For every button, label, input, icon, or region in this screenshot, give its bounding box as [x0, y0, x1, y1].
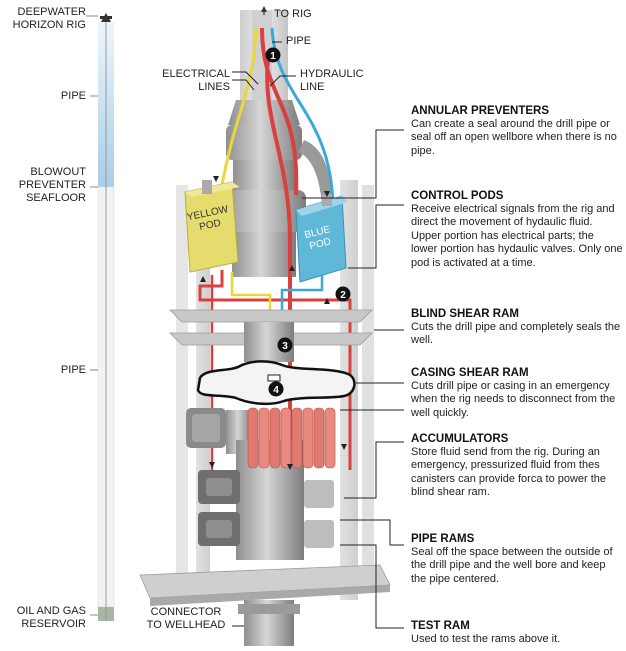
blind-shear-ram-text: Cuts the drill pipe and completely seals…	[411, 321, 621, 347]
control-pods-title: CONTROL PODS	[411, 190, 504, 202]
annular-preventers-text: Can create a seal around the drill pipe …	[411, 118, 617, 157]
hydraulic-text: HYDRAULIC LINE	[300, 68, 364, 93]
casing-shear-ram-title: CASING SHEAR RAM	[411, 367, 529, 379]
annular-preventers	[222, 100, 332, 277]
test-ram-text: Used to test the rams above it.	[411, 633, 561, 645]
label-connector-to-wellhead: CONNECTOR TO WELLHEAD	[140, 606, 232, 632]
markers: 1 2 3 4	[265, 47, 351, 397]
test-ram-description: TEST RAM Used to test the rams above it.	[411, 619, 623, 646]
pipe-rams-description: PIPE RAMS Seal off the space between the…	[411, 532, 623, 586]
yellow-pod-artwork	[184, 180, 240, 273]
rig-text: DEEPWATER HORIZON RIG	[12, 6, 86, 31]
pipe-rams-artwork	[198, 470, 334, 548]
blue-pod-text: BLUE POD	[303, 224, 333, 253]
casing-shear-ram-text: Cuts drill pipe or casing in an emergenc…	[411, 380, 616, 419]
accumulators-description: ACCUMULATORS Store fluid send from the r…	[411, 432, 623, 500]
marker-4: 4	[273, 385, 279, 396]
label-oil-gas-reservoir: OIL AND GAS RESERVOIR	[0, 605, 86, 631]
casing-shear-ram-description: CASING SHEAR RAM Cuts drill pipe or casi…	[411, 366, 623, 420]
base-and-wellhead	[139, 564, 391, 646]
annular-preventers-description: ANNULAR PREVENTERS Can create a seal aro…	[411, 104, 623, 158]
accumulators-title: ACCUMULATORS	[411, 433, 509, 445]
pipe-rams-title: PIPE RAMS	[411, 533, 475, 545]
leader-lines	[232, 41, 404, 629]
connector-text: CONNECTOR TO WELLHEAD	[146, 606, 226, 631]
water-column	[86, 13, 115, 621]
marker-2: 2	[340, 290, 346, 301]
blowout-text: BLOWOUT PREVENTER	[18, 166, 86, 191]
shear-ram-plates	[169, 309, 373, 362]
pipe-rams-text: Seal off the space between the outside o…	[411, 546, 613, 585]
blind-shear-ram-description: BLIND SHEAR RAM Cuts the drill pipe and …	[411, 307, 623, 348]
control-pods-description: CONTROL PODS Receive electrical signals …	[411, 189, 623, 270]
accumulator-canisters	[247, 407, 336, 469]
label-blowout-preventer: BLOWOUT PREVENTER	[0, 166, 86, 192]
marker-3: 3	[282, 341, 288, 352]
label-seafloor: SEAFLOOR	[26, 192, 86, 204]
marker-1: 1	[270, 51, 276, 62]
flow-arrows	[200, 176, 347, 470]
control-pods-text: Receive electrical signals from the rig …	[411, 203, 623, 269]
label-electrical-lines: ELECTRICAL LINES	[140, 68, 230, 94]
label-pipe-mid: PIPE	[60, 364, 86, 376]
label-pipe-top: PIPE	[60, 90, 86, 102]
label-to-rig: TO RIG	[274, 8, 312, 20]
annular-preventers-title: ANNULAR PREVENTERS	[411, 105, 550, 117]
blue-pod-artwork	[295, 194, 348, 283]
test-ram-title: TEST RAM	[411, 620, 470, 632]
label-deepwater-horizon-rig: DEEPWATER HORIZON RIG	[0, 6, 86, 32]
label-pipe: PIPE	[286, 35, 312, 47]
accumulators-text: Store fluid send from the rig. During an…	[411, 446, 607, 499]
blind-shear-ram-title: BLIND SHEAR RAM	[411, 308, 519, 320]
reservoir-text: OIL AND GAS RESERVOIR	[16, 605, 86, 630]
electrical-text: ELECTRICAL LINES	[162, 68, 230, 93]
label-hydraulic-line: HYDRAULIC LINE	[300, 68, 364, 94]
